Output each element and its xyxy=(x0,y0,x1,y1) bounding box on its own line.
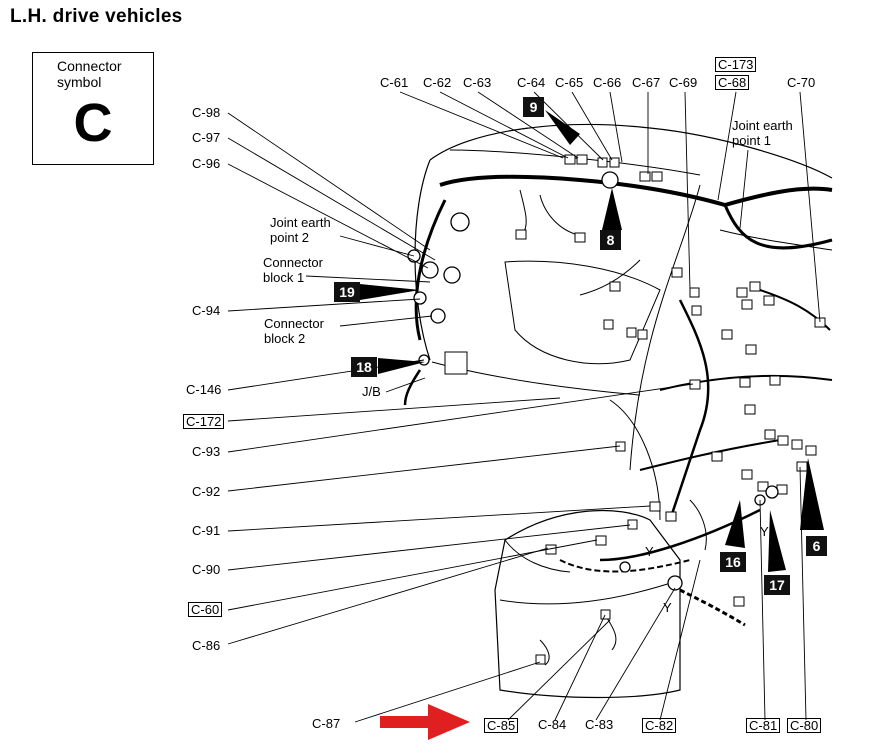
badge-19: 19 xyxy=(334,282,360,302)
label-c80: C-80 xyxy=(787,718,822,733)
label-c85: C-85 xyxy=(484,718,519,733)
label-c68: C-68 xyxy=(715,75,750,90)
label-jb: J/B xyxy=(362,384,381,399)
label-c86: C-86 xyxy=(192,638,221,653)
badge-16: 16 xyxy=(720,552,746,572)
label-c98: C-98 xyxy=(192,105,221,120)
label-connector-block-2: Connector block 2 xyxy=(264,316,324,346)
badge-8: 8 xyxy=(600,230,621,250)
highlight-arrow xyxy=(380,704,470,740)
connector-symbol-caption: Connector symbol xyxy=(57,58,122,90)
label-c67: C-67 xyxy=(632,75,661,90)
wire-color-y: Y xyxy=(760,524,769,539)
label-joint-earth-2: Joint earth point 2 xyxy=(270,215,331,245)
label-c93: C-93 xyxy=(192,444,221,459)
badge-9: 9 xyxy=(523,97,544,117)
label-c84: C-84 xyxy=(538,717,567,732)
label-c91: C-91 xyxy=(192,523,221,538)
label-c65: C-65 xyxy=(555,75,584,90)
label-c82: C-82 xyxy=(642,718,677,733)
label-c70: C-70 xyxy=(787,75,816,90)
page-title: L.H. drive vehicles xyxy=(10,6,183,27)
label-c81: C-81 xyxy=(746,718,781,733)
label-c90: C-90 xyxy=(192,562,221,577)
label-c60: C-60 xyxy=(188,602,223,617)
label-c94: C-94 xyxy=(192,303,221,318)
label-c62: C-62 xyxy=(423,75,452,90)
label-c172: C-172 xyxy=(183,414,225,429)
label-c83: C-83 xyxy=(585,717,614,732)
label-c64: C-64 xyxy=(517,75,546,90)
label-joint-earth-1: Joint earth point 1 xyxy=(732,118,793,148)
wire-color-y: Y xyxy=(663,600,672,615)
badge-6: 6 xyxy=(806,536,827,556)
label-c69: C-69 xyxy=(669,75,698,90)
badge-18: 18 xyxy=(351,357,377,377)
label-c92: C-92 xyxy=(192,484,221,499)
label-c173: C-173 xyxy=(715,57,757,72)
label-c61: C-61 xyxy=(380,75,409,90)
label-c63: C-63 xyxy=(463,75,492,90)
label-c96: C-96 xyxy=(192,156,221,171)
label-c66: C-66 xyxy=(593,75,622,90)
label-c97: C-97 xyxy=(192,130,221,145)
label-c146: C-146 xyxy=(186,382,222,397)
label-connector-block-1: Connector block 1 xyxy=(263,255,323,285)
badge-17: 17 xyxy=(764,575,790,595)
wire-color-y: Y xyxy=(645,544,654,559)
label-c87: C-87 xyxy=(312,716,341,731)
connector-symbol-box: Connector symbol C xyxy=(32,52,154,165)
connector-symbol-letter: C xyxy=(73,93,113,153)
